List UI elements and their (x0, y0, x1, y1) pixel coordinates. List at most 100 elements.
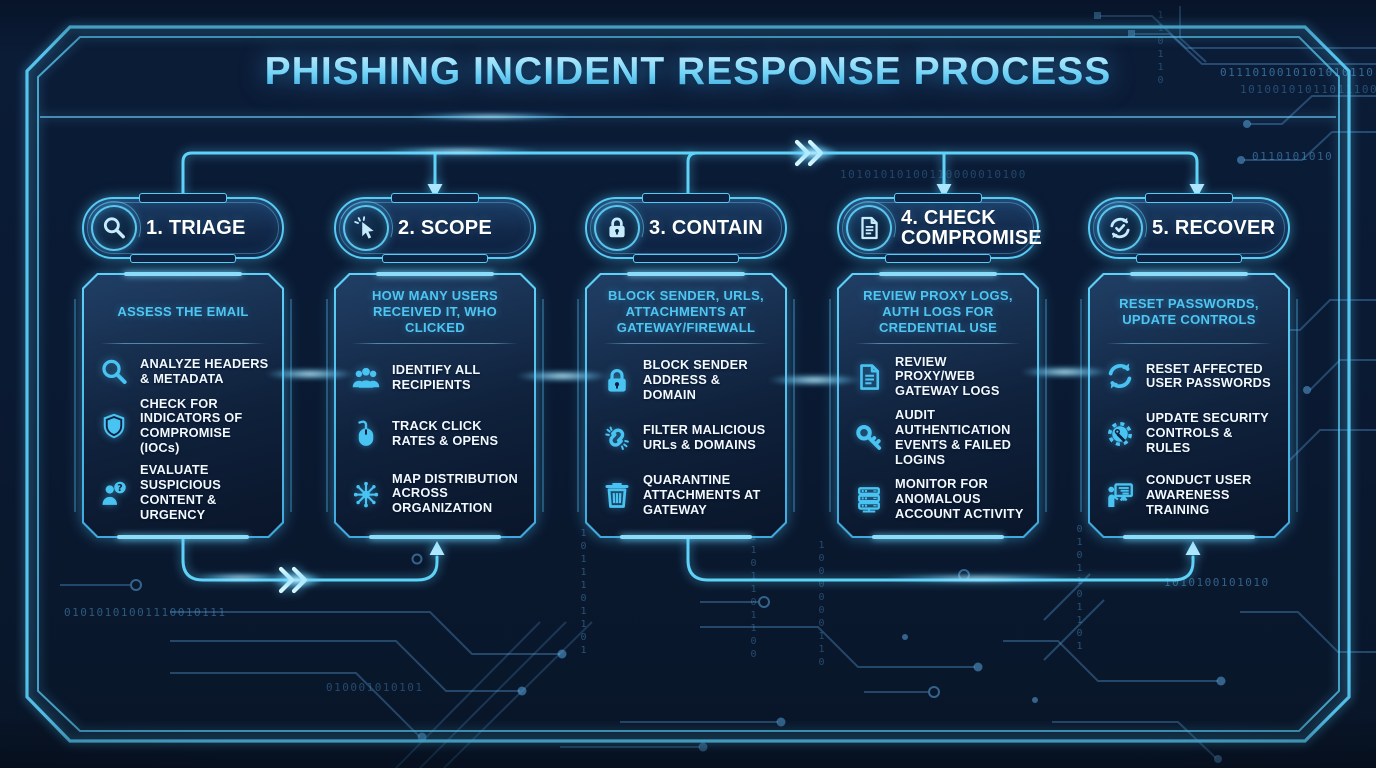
stage-icon-badge (1097, 205, 1143, 251)
lock-icon (604, 215, 630, 241)
stage-column: 5. RECOVER RESET PASSWORDS, UPDATE CONTR… (1080, 193, 1298, 539)
server-icon (851, 481, 887, 517)
stage-item-label: AUDIT AUTHENTICATION EVENTS & FAILED LOG… (895, 407, 1012, 467)
stage-title: 3. CONTAIN (649, 216, 763, 239)
stage-icon-badge (594, 205, 640, 251)
stage-card: ASSESS THE EMAIL ANALYZE HEADERS & METAD… (74, 272, 292, 539)
stage-column: 4. CHECK COMPROMISE REVIEW PROXY LOGS, A… (829, 193, 1047, 539)
network-icon (348, 476, 384, 512)
stage-item-label: CONDUCT USER AWARENESS TRAINING (1146, 471, 1252, 517)
stage-item: RESET AFFECTED USER PASSWORDS (1102, 358, 1280, 394)
mouse-icon (348, 416, 384, 452)
stage-title: 1. TRIAGE (146, 216, 246, 239)
stage-title: 2. SCOPE (398, 216, 492, 239)
stage-item-label: EVALUATE SUSPICIOUS CONTENT & URGENCY (140, 462, 221, 522)
stage-item-label: TRACK CLICK RATES & OPENS (392, 417, 499, 448)
stage-items: IDENTIFY ALL RECIPIENTS TRACK CLICK RATE… (336, 344, 534, 536)
stage-card: BLOCK SENDER, URLS, ATTACHMENTS AT GATEW… (577, 272, 795, 539)
users-icon (348, 360, 384, 396)
stage-item: MAP DISTRIBUTION ACROSS ORGANIZATION (348, 472, 526, 517)
card-notch-bottom (872, 535, 1004, 539)
stage-items: REVIEW PROXY/WEB GATEWAY LOGS AUDIT AUTH… (839, 344, 1037, 536)
stage-header: 4. CHECK COMPROMISE (837, 193, 1042, 263)
stage-card-body: ASSESS THE EMAIL ANALYZE HEADERS & METAD… (84, 275, 282, 536)
header-notch-top (391, 193, 479, 203)
stage-card: REVIEW PROXY LOGS, AUTH LOGS FOR CREDENT… (829, 272, 1047, 539)
header-notch-top (894, 193, 982, 203)
training-icon (1102, 477, 1138, 513)
card-notch-top (124, 272, 242, 276)
stage-item-label: IDENTIFY ALL RECIPIENTS (392, 362, 481, 392)
stage-card-body: REVIEW PROXY LOGS, AUTH LOGS FOR CREDENT… (839, 275, 1037, 536)
stage-subtitle: HOW MANY USERS RECEIVED IT, WHO CLICKED (371, 288, 499, 335)
gear-wrench-icon (1102, 416, 1138, 452)
stage-item-label: RESET AFFECTED USER PASSWORDS (1146, 360, 1271, 391)
header-notch-top (139, 193, 227, 203)
card-notch-top (627, 272, 745, 276)
user-question-icon: ? (96, 475, 132, 511)
stage-icon-badge (846, 205, 892, 251)
stage-item-label: BLOCK SENDER ADDRESS & DOMAIN (643, 357, 748, 403)
stage-icon-badge (343, 205, 389, 251)
header-notch-bottom (1136, 254, 1242, 263)
header-notch-bottom (885, 254, 991, 263)
stage-icon-badge (91, 205, 137, 251)
stage-item-label: QUARANTINE ATTACHMENTS AT GATEWAY (643, 471, 761, 517)
cursor-click-icon (353, 215, 379, 241)
magnifier-icon (96, 354, 132, 390)
stage-column: 2. SCOPE HOW MANY USERS RECEIVED IT, WHO… (326, 193, 544, 539)
card-notch-bottom (1123, 535, 1255, 539)
stage-item: AUDIT AUTHENTICATION EVENTS & FAILED LOG… (851, 408, 1029, 467)
stage-item: TRACK CLICK RATES & OPENS (348, 416, 526, 452)
svg-text:?: ? (117, 483, 122, 494)
stage-item: CHECK FOR INDICATORS OF COMPROMISE (IOCs… (96, 397, 274, 456)
stage-subtitle: ASSESS THE EMAIL (117, 304, 249, 320)
broken-link-icon (599, 420, 635, 456)
lock-icon (599, 363, 635, 399)
stage-items: BLOCK SENDER ADDRESS & DOMAIN FILTER MAL… (587, 344, 785, 536)
stage-item-label: MONITOR FOR ANOMALOUS ACCOUNT ACTIVITY (895, 475, 1024, 521)
header-notch-bottom (382, 254, 488, 263)
card-notch-bottom (117, 535, 249, 539)
stage-item-label: FILTER MALICIOUS URLs & DOMAINS (643, 422, 766, 452)
document-icon (856, 215, 882, 241)
magnifier-icon (101, 215, 127, 241)
stage-items: ANALYZE HEADERS & METADATA CHECK FOR IND… (84, 344, 282, 536)
stage-card: HOW MANY USERS RECEIVED IT, WHO CLICKED … (326, 272, 544, 539)
card-notch-top (879, 272, 997, 276)
stage-item-label: ANALYZE HEADERS & METADATA (140, 355, 269, 386)
stage-header: 5. RECOVER (1088, 193, 1290, 263)
stage-item: MONITOR FOR ANOMALOUS ACCOUNT ACTIVITY (851, 477, 1029, 522)
stage-title: 4. CHECK COMPROMISE (901, 206, 1042, 249)
stage-column: 1. TRIAGE ASSESS THE EMAIL ANALYZE HEADE… (74, 193, 292, 539)
card-notch-bottom (369, 535, 501, 539)
stage-item: ? EVALUATE SUSPICIOUS CONTENT & URGENCY (96, 463, 274, 522)
key-icon (851, 420, 887, 456)
stage-header: 2. SCOPE (334, 193, 536, 263)
stage-column: 3. CONTAIN BLOCK SENDER, URLS, ATTACHMEN… (577, 193, 795, 539)
sync-check-icon (1107, 215, 1133, 241)
stage-subtitle: RESET PASSWORDS, UPDATE CONTROLS (1119, 296, 1259, 327)
stage-item: UPDATE SECURITY CONTROLS & RULES (1102, 411, 1280, 456)
stage-item: FILTER MALICIOUS URLs & DOMAINS (599, 420, 777, 456)
stage-item: BLOCK SENDER ADDRESS & DOMAIN (599, 358, 777, 403)
stage-item-label: REVIEW PROXY/WEB GATEWAY LOGS (895, 353, 1000, 399)
stage-card-body: HOW MANY USERS RECEIVED IT, WHO CLICKED … (336, 275, 534, 536)
stage-title: 5. RECOVER (1152, 216, 1276, 239)
stage-item: IDENTIFY ALL RECIPIENTS (348, 360, 526, 396)
card-notch-bottom (620, 535, 752, 539)
header-notch-bottom (130, 254, 236, 263)
stage-subtitle: BLOCK SENDER, URLS, ATTACHMENTS AT GATEW… (608, 288, 764, 335)
stage-header: 1. TRIAGE (82, 193, 284, 263)
stage-item-label: UPDATE SECURITY CONTROLS & RULES (1146, 410, 1269, 456)
stage-item: QUARANTINE ATTACHMENTS AT GATEWAY (599, 473, 777, 518)
stage-card-body: RESET PASSWORDS, UPDATE CONTROLS RESET A… (1090, 275, 1288, 536)
stage-item: ANALYZE HEADERS & METADATA (96, 354, 274, 390)
stage-item: CONDUCT USER AWARENESS TRAINING (1102, 473, 1280, 518)
header-notch-top (642, 193, 730, 203)
stage-subtitle: REVIEW PROXY LOGS, AUTH LOGS FOR CREDENT… (863, 288, 1013, 335)
shield-icon (96, 408, 132, 444)
stage-items: RESET AFFECTED USER PASSWORDS UPDATE SEC… (1090, 344, 1288, 536)
